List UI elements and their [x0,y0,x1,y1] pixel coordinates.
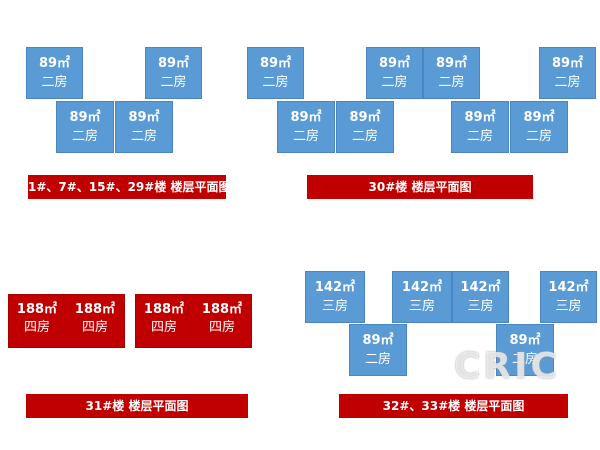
plan-label: 1#、7#、15#、29#楼 楼层平面图 [28,175,226,199]
unit: 89㎡ 二房 [336,101,394,153]
unit-area: 188㎡ [74,302,116,317]
unit-type: 四房 [150,320,177,335]
unit-type: 二房 [525,129,552,144]
unit-area: 142㎡ [548,280,589,295]
unit-area: 89㎡ [435,56,468,71]
unit: 188㎡ 四房 [15,301,59,337]
unit: 142㎡ 三房 [540,271,597,323]
plan-label: 32#、33#楼 楼层平面图 [339,394,568,418]
unit-type: 二房 [41,75,68,90]
unit-area: 89㎡ [551,56,584,71]
unit-area: 89㎡ [349,110,381,125]
plan-label: 31#楼 楼层平面图 [26,394,248,418]
unit-block: 188㎡ 四房 188㎡ 四房 [135,294,252,348]
unit-type: 二房 [438,75,465,90]
unit-type: 四房 [208,320,235,335]
unit: 89㎡ 二房 [56,101,114,153]
unit-area: 89㎡ [378,56,411,71]
unit-type: 二房 [466,129,493,144]
unit: 188㎡ 四房 [142,301,186,337]
unit: 89㎡ 二房 [145,47,202,99]
unit-area: 188㎡ [201,302,243,317]
unit-type: 二房 [160,75,187,90]
unit-type: 二房 [71,129,98,144]
unit-area: 142㎡ [460,280,501,295]
unit: 89㎡ 二房 [26,47,83,99]
unit-area: 89㎡ [362,333,394,348]
unit: 89㎡ 二房 [277,101,335,153]
unit-type: 二房 [292,129,319,144]
unit-type: 二房 [351,129,378,144]
unit-type: 二房 [381,75,408,90]
unit-type: 四房 [23,320,50,335]
unit-area: 89㎡ [38,56,71,71]
unit: 89㎡ 二房 [451,101,509,153]
unit: 142㎡ 三房 [305,271,365,323]
unit-type: 三房 [321,299,348,314]
unit: 188㎡ 四房 [200,301,244,337]
unit-type: 三房 [467,299,494,314]
unit: 142㎡ 三房 [452,271,509,323]
unit-area: 188㎡ [143,302,185,317]
unit-area: 89㎡ [464,110,496,125]
cric-watermark: CRIC [454,346,560,387]
unit: 89㎡ 二房 [247,47,304,99]
unit-type: 二房 [511,352,538,367]
unit: 142㎡ 三房 [392,271,452,323]
unit: 89㎡ 二房 [539,47,596,99]
unit-area: 89㎡ [509,333,541,348]
unit: 89㎡ 二房 [349,324,407,376]
unit-area: 142㎡ [401,280,443,295]
unit-area: 89㎡ [69,110,101,125]
unit: 89㎡ 二房 [496,324,554,376]
unit-type: 二房 [554,75,581,90]
unit: 188㎡ 四房 [73,301,117,337]
unit: 89㎡ 二房 [423,47,480,99]
unit-block: 188㎡ 四房 188㎡ 四房 [8,294,125,348]
unit-type: 二房 [364,352,391,367]
unit-area: 89㎡ [128,110,160,125]
unit-type: 三房 [555,299,582,314]
plan-label: 30#楼 楼层平面图 [307,175,533,199]
unit-area: 188㎡ [16,302,58,317]
unit-area: 89㎡ [157,56,190,71]
unit-type: 二房 [262,75,289,90]
unit: 89㎡ 二房 [366,47,423,99]
unit-type: 三房 [408,299,435,314]
unit-type: 二房 [130,129,157,144]
unit-area: 89㎡ [523,110,555,125]
unit-area: 89㎡ [290,110,322,125]
unit: 89㎡ 二房 [510,101,568,153]
unit-area: 89㎡ [259,56,292,71]
unit-type: 四房 [81,320,108,335]
unit-area: 142㎡ [314,280,356,295]
unit: 89㎡ 二房 [115,101,173,153]
